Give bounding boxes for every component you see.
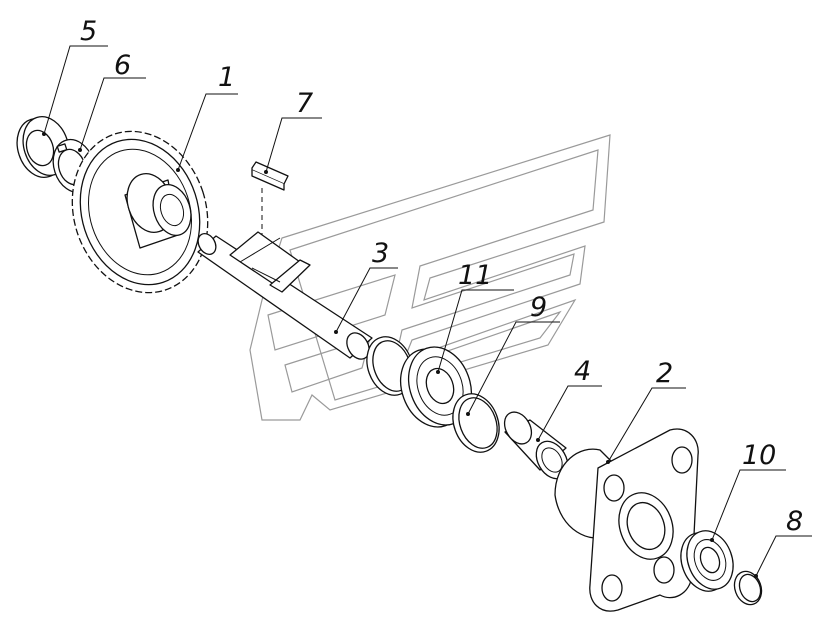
part-1-sprocket (71, 130, 209, 294)
part-3-shaft (197, 231, 373, 360)
callout-2: 2 (656, 358, 673, 389)
callout-11: 11 (458, 260, 492, 291)
part-4-spacer-sleeve (503, 411, 569, 480)
callout-1: 1 (218, 62, 235, 93)
callout-5: 5 (80, 16, 97, 47)
part-2-flange-housing (554, 428, 699, 612)
callout-6: 6 (114, 50, 131, 81)
part-10-bearing (680, 530, 734, 592)
callout-8: 8 (786, 506, 803, 537)
callout-labels: 5 6 1 7 3 11 9 4 2 10 8 (80, 16, 803, 537)
callout-4: 4 (574, 356, 591, 387)
part-8-snap-ring (733, 570, 763, 606)
callout-9: 9 (530, 292, 547, 323)
callout-3: 3 (372, 238, 389, 269)
callout-7: 7 (296, 88, 313, 119)
part-9-retaining-ring (452, 393, 500, 453)
part-7-key (251, 161, 289, 262)
leader-lines (42, 45, 812, 578)
callout-10: 10 (742, 440, 776, 471)
